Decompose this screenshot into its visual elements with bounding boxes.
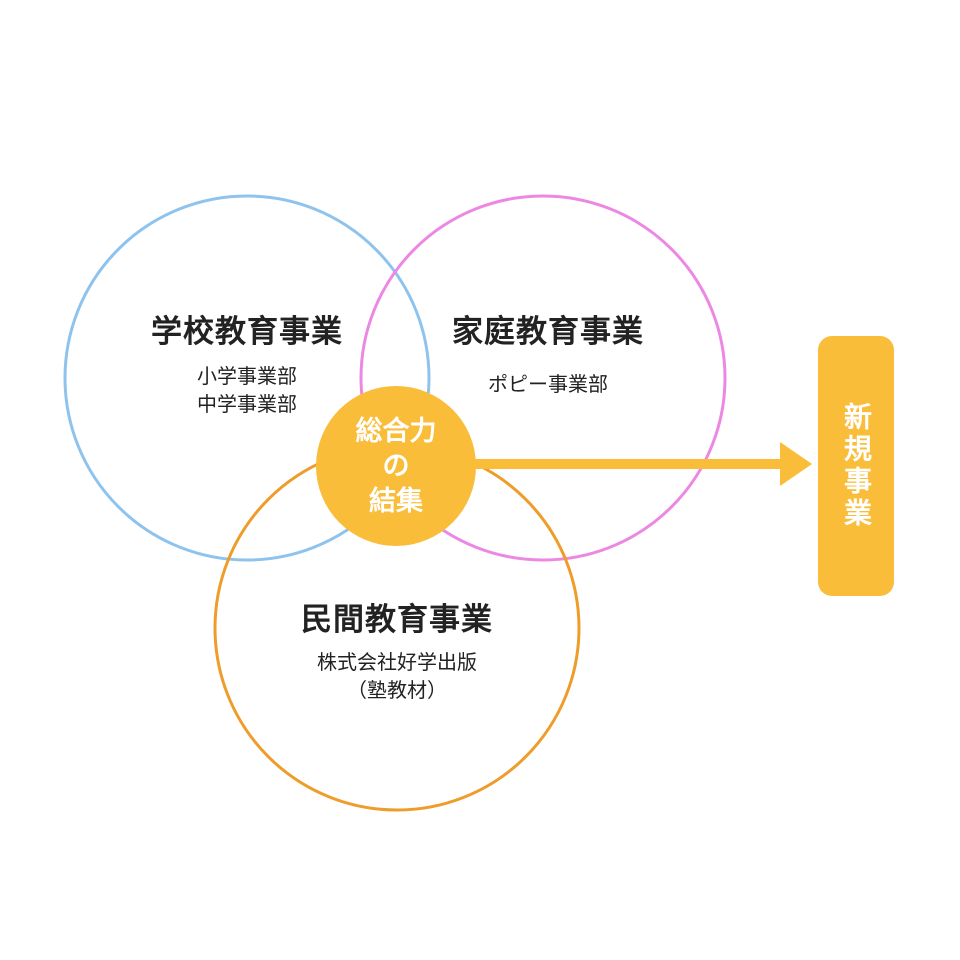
home-sub-1: ポピー事業部 — [488, 372, 608, 396]
school-title: 学校教育事業 — [151, 314, 343, 350]
new-business-box: 新規事業 — [818, 336, 894, 596]
private-group: 民間教育事業 株式会社好学出版 （塾教材） — [237, 600, 557, 704]
home-group: 家庭教育事業 ポピー事業部 — [388, 312, 708, 398]
school-group: 学校教育事業 小学事業部 中学事業部 — [87, 312, 407, 418]
school-sub-1: 小学事業部 — [197, 364, 297, 388]
school-sub-2: 中学事業部 — [197, 392, 297, 416]
private-title: 民間教育事業 — [301, 602, 493, 638]
core-line-1: 総合力 — [355, 416, 437, 447]
new-business-label: 新規事業 — [840, 402, 873, 530]
private-sub-1: 株式会社好学出版 — [317, 650, 477, 674]
core-circle — [316, 386, 476, 546]
core-label: 総合力 の 結集 — [316, 414, 476, 519]
home-title: 家庭教育事業 — [452, 314, 644, 350]
home-circle — [359, 194, 727, 562]
core-line-3: 結集 — [369, 486, 423, 517]
core-line-2: の — [382, 451, 410, 482]
private-sub-2: （塾教材） — [347, 678, 447, 702]
school-circle — [63, 194, 431, 562]
arrow-head — [780, 442, 812, 486]
